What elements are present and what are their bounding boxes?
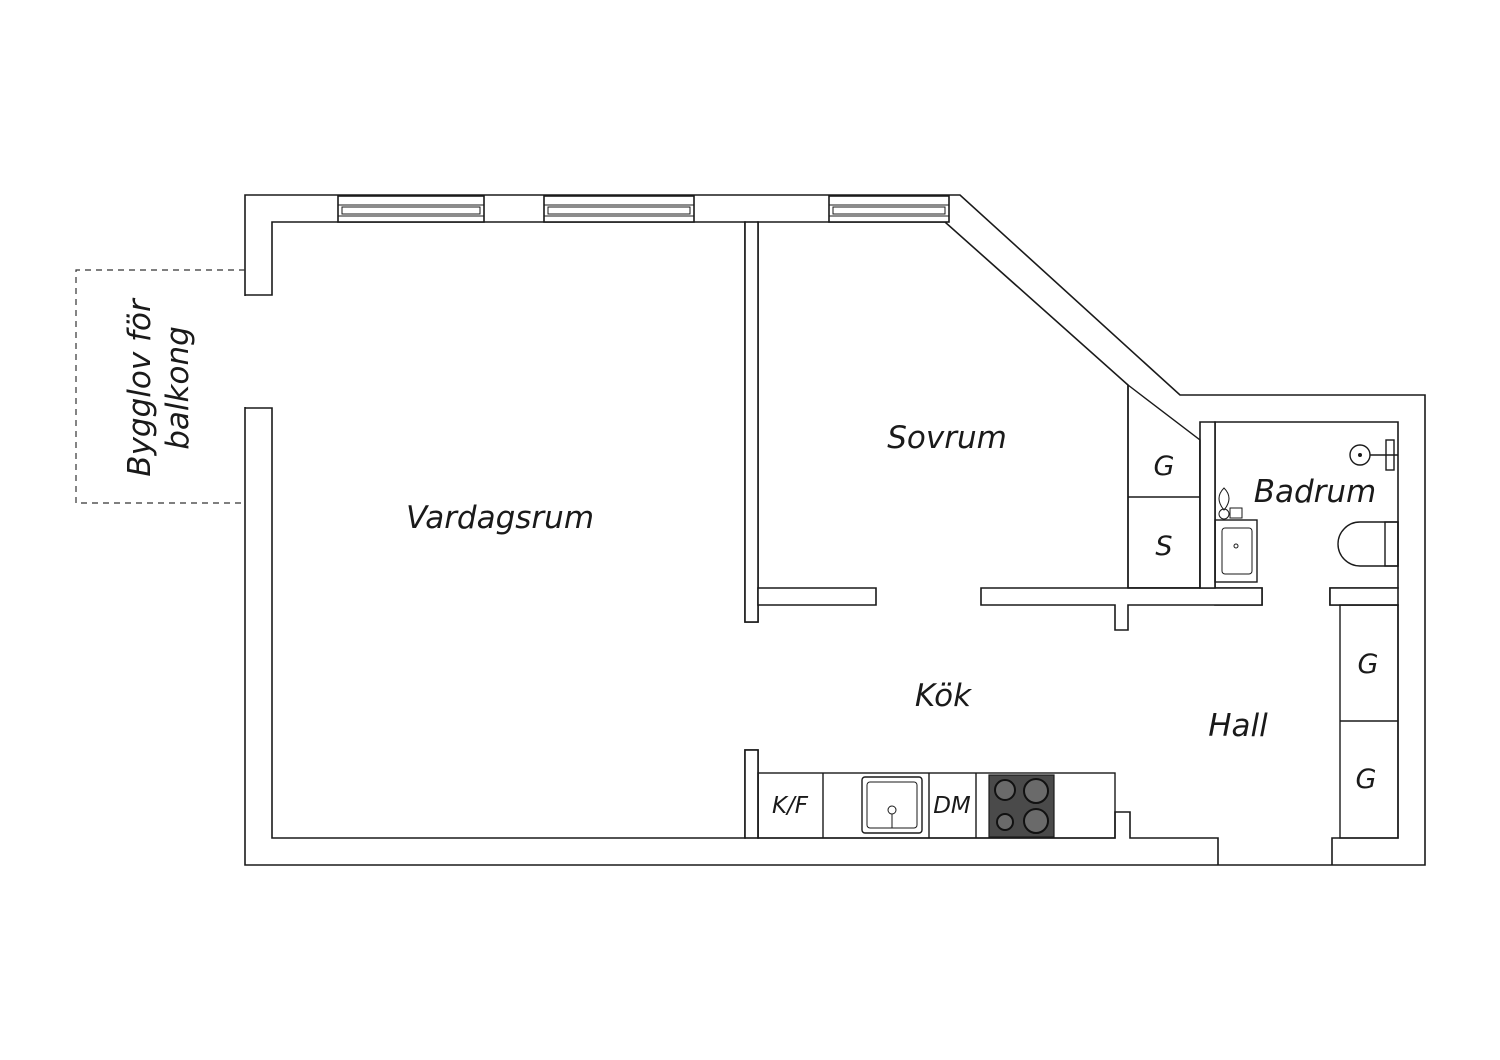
window-icon — [828, 195, 950, 223]
storage-label-g-hall-2: G — [1356, 764, 1377, 795]
balcony-outline — [75, 269, 245, 504]
wall-bedroom-bottom-right — [980, 587, 1263, 631]
shower-icon — [1349, 439, 1398, 471]
kitchen-counter — [757, 772, 1116, 839]
sink-icon — [861, 776, 923, 834]
storage-label-s-bedroom: S — [1155, 531, 1172, 562]
toilet-icon — [1337, 521, 1399, 567]
balcony-label-line2: balkong — [160, 326, 196, 450]
room-label-vardagsrum: Vardagsrum — [406, 500, 594, 536]
window-icon — [543, 195, 695, 223]
washbasin-icon — [1214, 487, 1258, 583]
wall-living-bedroom — [744, 221, 759, 623]
wall-bathroom-bottom — [1329, 587, 1399, 606]
balcony-label: Bygglov för balkong — [122, 297, 196, 477]
wall-living-kitchen — [744, 749, 759, 839]
room-label-badrum: Badrum — [1254, 474, 1377, 510]
storage-label-g-bedroom: G — [1154, 451, 1175, 482]
storage-label-g-hall-1: G — [1358, 649, 1379, 680]
wall-bathroom — [1199, 421, 1216, 589]
appliance-label-dishwasher: DM — [933, 793, 971, 819]
room-label-kok: Kök — [915, 678, 972, 714]
balcony-door-opening — [244, 296, 246, 407]
balcony-label-line1: Bygglov för — [122, 297, 158, 477]
wall-bedroom-bottom-left — [757, 587, 877, 606]
room-label-sovrum: Sovrum — [887, 420, 1007, 456]
appliance-label-fridge: K/F — [772, 793, 809, 819]
room-label-hall: Hall — [1208, 708, 1268, 744]
window-icon — [337, 195, 485, 223]
bedroom-storage — [1127, 383, 1201, 589]
stove-icon — [988, 774, 1055, 838]
